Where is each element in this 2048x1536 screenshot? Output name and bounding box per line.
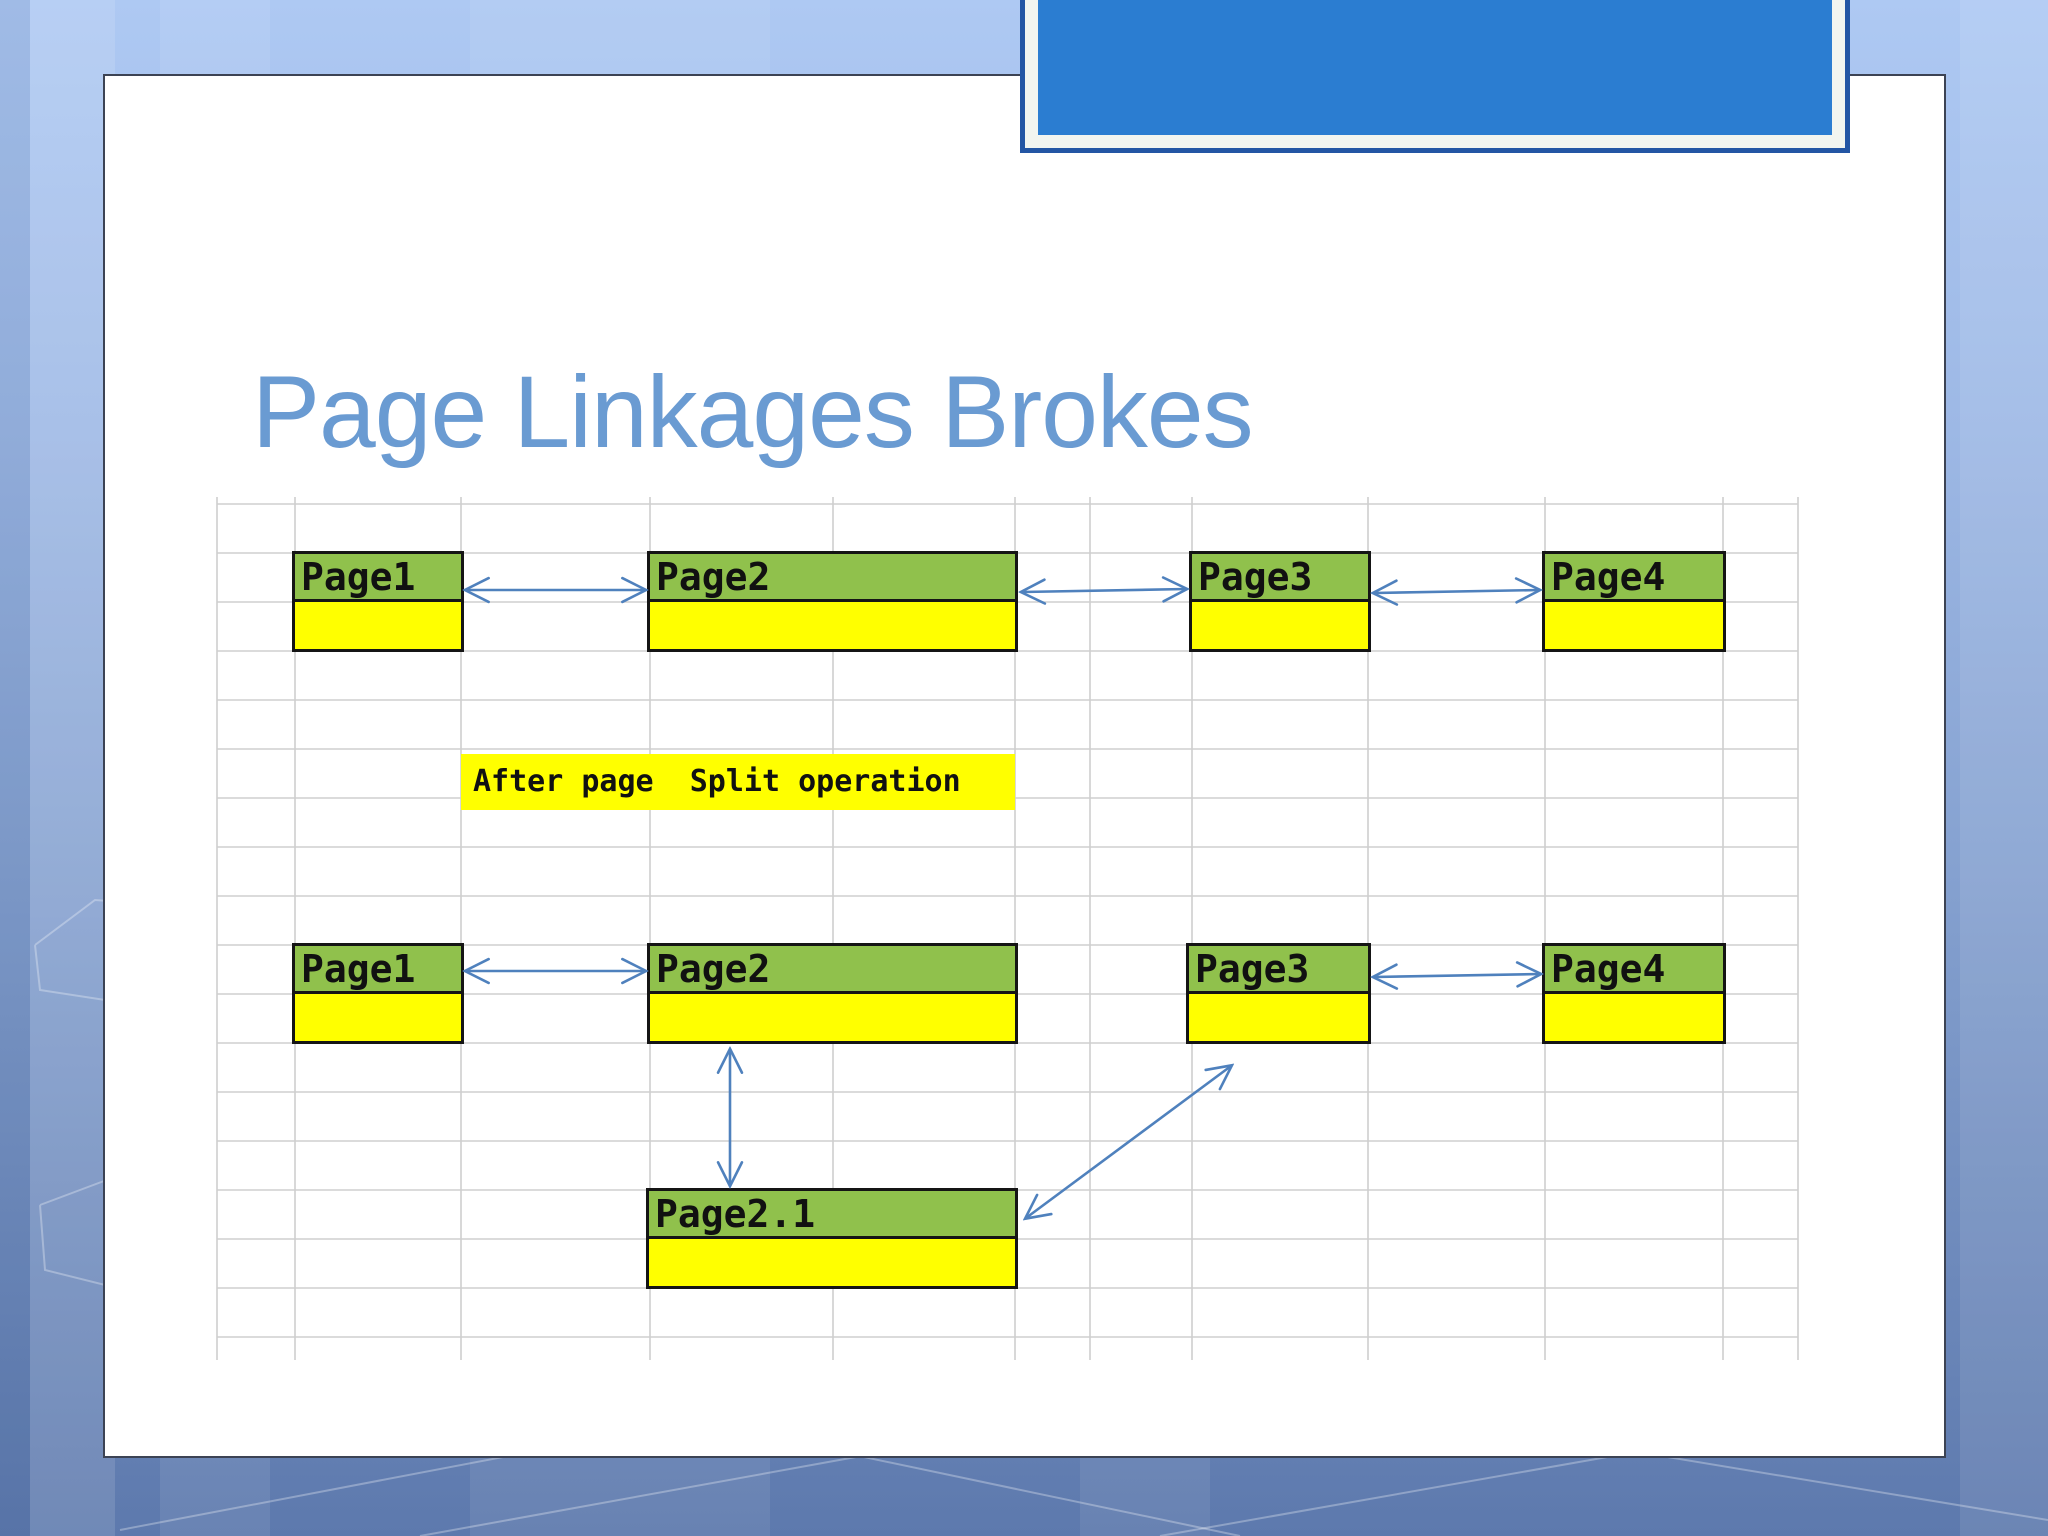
split-operation-note: After page Split operation (461, 754, 1015, 810)
background-stripe (1960, 0, 2048, 1536)
page-box-body (650, 602, 1015, 649)
page-box-label: Page4 (1545, 554, 1723, 602)
page-box-after-page2-1: Page2.1 (646, 1188, 1018, 1289)
page-box-body (295, 994, 461, 1041)
page-box-before-page1: Page1 (292, 551, 464, 652)
page-box-label: Page3 (1192, 554, 1368, 602)
slide-accent-box-fill (1038, 0, 1832, 135)
page-box-label: Page3 (1189, 946, 1368, 994)
page-box-label: Page2 (650, 946, 1015, 994)
slide-canvas (103, 74, 1946, 1458)
page-box-body (295, 602, 461, 649)
page-box-body (650, 994, 1015, 1041)
page-box-after-page4: Page4 (1542, 943, 1726, 1044)
page-box-after-page3: Page3 (1186, 943, 1371, 1044)
page-box-body (1192, 602, 1368, 649)
page-box-body (1189, 994, 1368, 1041)
page-box-body (649, 1239, 1015, 1286)
page-box-label: Page1 (295, 554, 461, 602)
slide-accent-box (1020, 0, 1850, 153)
page-box-label: Page2.1 (649, 1191, 1015, 1239)
page-box-after-page1: Page1 (292, 943, 464, 1044)
page-box-body (1545, 602, 1723, 649)
page-box-after-page2: Page2 (647, 943, 1018, 1044)
page-box-label: Page4 (1545, 946, 1723, 994)
background-stripe (0, 0, 30, 1536)
page-box-body (1545, 994, 1723, 1041)
page-box-label: Page2 (650, 554, 1015, 602)
page-box-before-page4: Page4 (1542, 551, 1726, 652)
slide-title: Page Linkages Brokes (252, 355, 1254, 469)
page-box-before-page2: Page2 (647, 551, 1018, 652)
page-box-before-page3: Page3 (1189, 551, 1371, 652)
page-box-label: Page1 (295, 946, 461, 994)
